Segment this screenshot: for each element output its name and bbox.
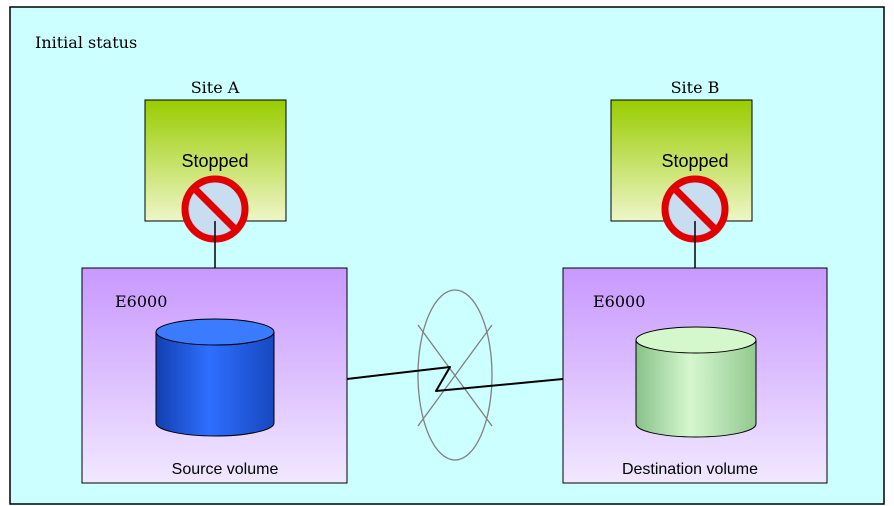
replication-line (346, 366, 564, 392)
site-b: Site B Stopped E6000 Destination volume (562, 78, 828, 484)
source-volume-cylinder-icon (155, 318, 275, 437)
source-volume-label: Source volume (172, 461, 279, 478)
site-a-label: Site A (191, 78, 240, 97)
destination-volume-label: Destination volume (622, 461, 758, 478)
destination-volume-cylinder-icon (635, 326, 757, 438)
site-b-server-status: Stopped (661, 151, 728, 171)
site-b-storage-label: E6000 (593, 292, 645, 311)
site-a-server-status: Stopped (181, 151, 248, 171)
site-a-storage-label: E6000 (115, 292, 167, 311)
diagram-title: Initial status (35, 33, 137, 52)
site-b-label: Site B (671, 78, 720, 97)
broken-link-icon (417, 289, 493, 461)
site-a: Site A Stopped E6000 Source volume (81, 78, 348, 484)
